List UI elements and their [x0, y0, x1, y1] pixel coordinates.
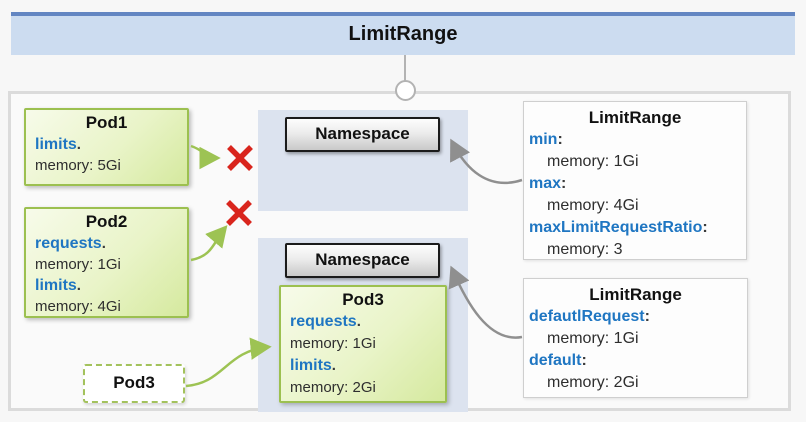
pod-spec-key: limits. — [35, 136, 81, 153]
limitrange-value: memory: 2Gi — [547, 374, 639, 391]
limitrange-value: memory: 4Gi — [547, 197, 639, 214]
pod-spec-value: memory: 4Gi — [35, 298, 121, 315]
pod-spec-value: memory: 1Gi — [35, 256, 121, 273]
namespace-button-2: Namespace — [285, 243, 440, 278]
namespace-label: Namespace — [315, 250, 410, 269]
page-title: LimitRange — [348, 23, 458, 45]
pod3-ghost-box: Pod3 — [83, 364, 185, 403]
pod3-box: Pod3 requests. memory: 1Gi limits. memor… — [279, 285, 447, 403]
limitrange-key: defautlRequest: — [529, 308, 650, 325]
pod-spec-key: limits. — [290, 357, 336, 374]
pod-spec-value: memory: 1Gi — [290, 335, 376, 352]
limitrange-key: max: — [529, 175, 567, 192]
pod-spec-key: requests. — [35, 235, 106, 252]
limitrange-key: maxLimitRequestRatio: — [529, 219, 708, 236]
pod-title: Pod2 — [85, 212, 128, 231]
pod-title: Pod1 — [85, 113, 128, 132]
diagram-title-bar: LimitRange — [11, 12, 795, 55]
pod2-box: Pod2 requests. memory: 1Gi limits. memor… — [24, 207, 189, 318]
pod-spec-value: memory: 5Gi — [35, 157, 121, 174]
pod1-box: Pod1 limits. memory: 5Gi — [24, 108, 189, 186]
limitrange-value: memory: 1Gi — [547, 330, 639, 347]
pod-spec-key: limits. — [35, 277, 81, 294]
limitrange-spec-box-2: LimitRange defautlRequest: memory: 1Gi d… — [523, 278, 748, 398]
namespace-button-1: Namespace — [285, 117, 440, 152]
pod-spec-value: memory: 2Gi — [290, 379, 376, 396]
limitrange-value: memory: 3 — [547, 241, 623, 258]
pod-title: Pod3 — [342, 290, 384, 309]
limitrange-key: default: — [529, 352, 587, 369]
circle-connector-icon — [395, 80, 416, 101]
limitrange-title: LimitRange — [588, 108, 682, 127]
connector-line — [404, 55, 406, 83]
pod-spec-key: requests. — [290, 313, 361, 330]
limitrange-value: memory: 1Gi — [547, 153, 639, 170]
limitrange-key: min: — [529, 131, 563, 148]
pod-title: Pod3 — [113, 373, 155, 392]
namespace-label: Namespace — [315, 124, 410, 143]
limitrange-title: LimitRange — [589, 285, 682, 304]
limitrange-spec-box-1: LimitRange min: memory: 1Gi max: memory:… — [523, 101, 747, 260]
